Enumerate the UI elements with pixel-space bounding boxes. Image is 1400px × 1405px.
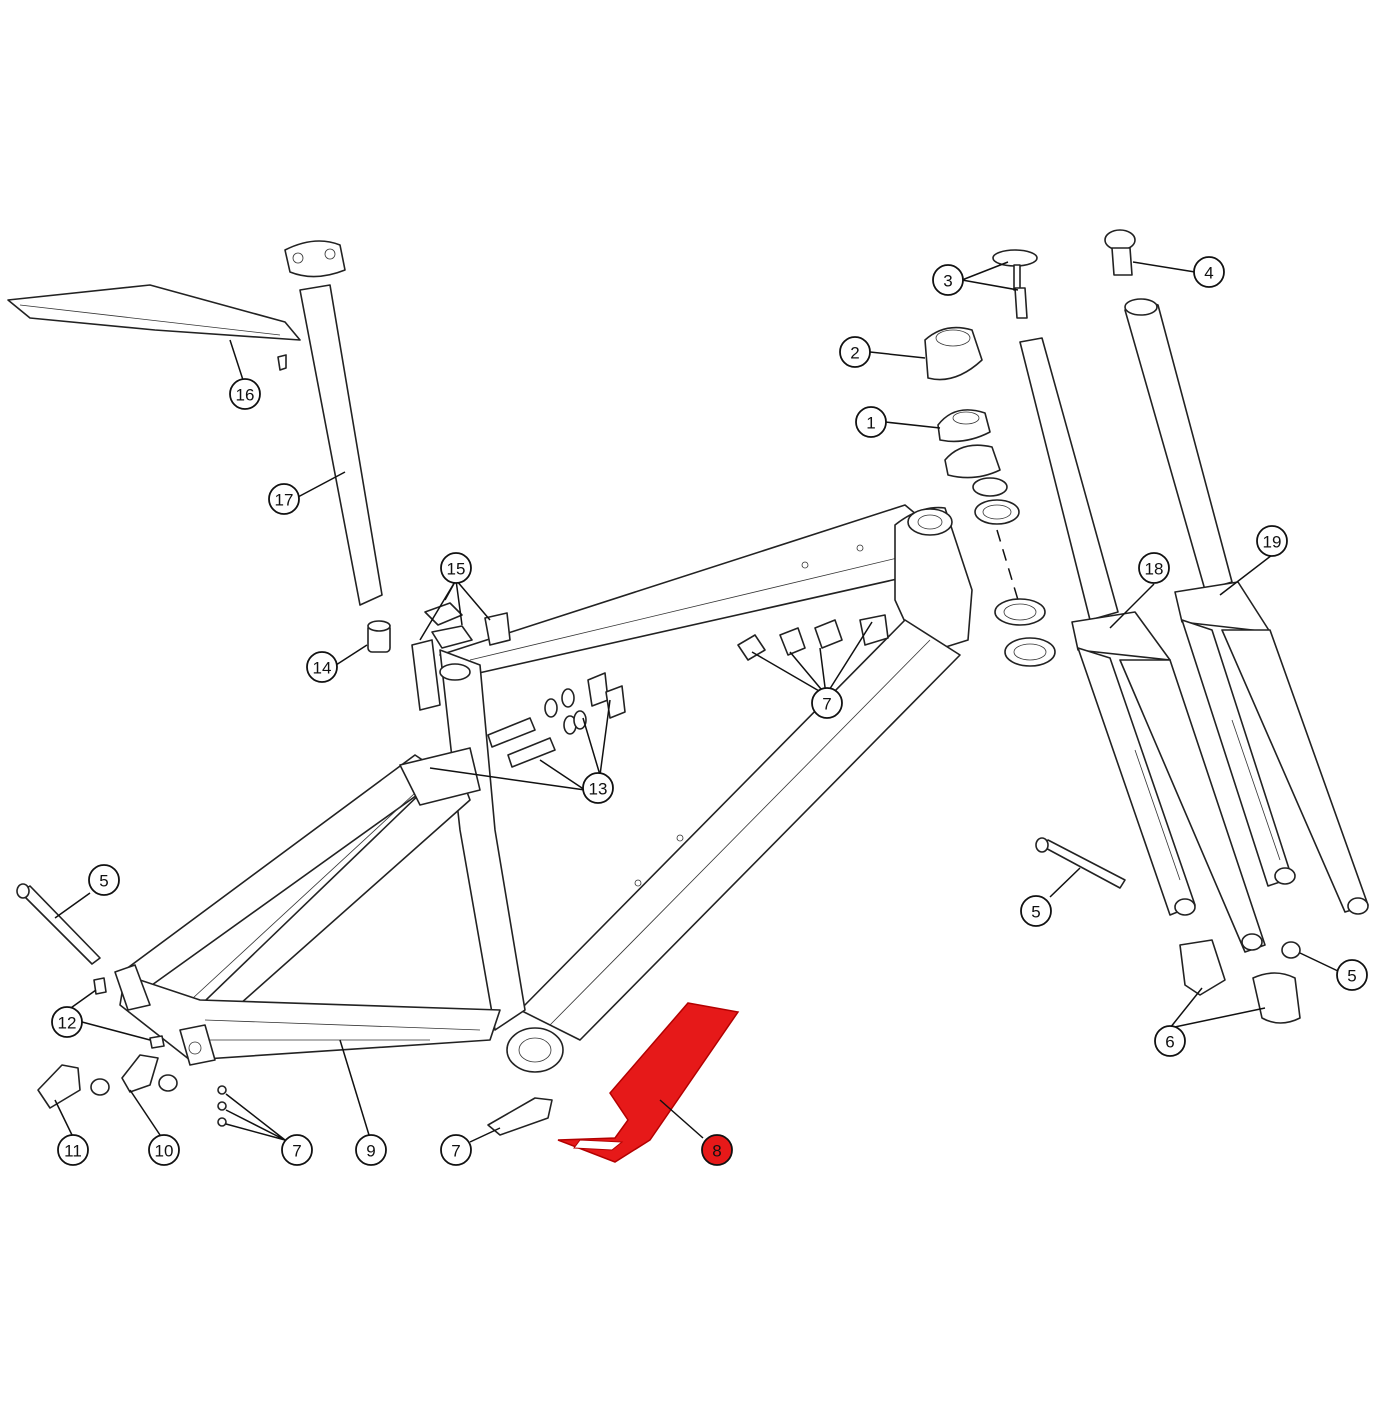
callout-label: 7 xyxy=(451,1142,460,1161)
headset-parts xyxy=(924,249,1056,667)
callout-label: 11 xyxy=(64,1142,82,1161)
callout-label: 1 xyxy=(866,414,875,433)
callout-circle xyxy=(839,336,871,368)
callout-16: 16 xyxy=(229,378,261,410)
callout-label: 18 xyxy=(1145,560,1164,579)
callout-7: 7 xyxy=(281,1134,313,1166)
callout-circle xyxy=(57,1134,89,1166)
callout-circle xyxy=(1336,959,1368,991)
clamp-wedge-parts xyxy=(411,602,511,711)
callout-14: 14 xyxy=(306,651,338,683)
callout-circle xyxy=(932,264,964,296)
callout-label: 9 xyxy=(366,1142,375,1161)
callout-label: 15 xyxy=(447,560,466,579)
derailleur-hanger-parts xyxy=(37,977,178,1109)
fork-insert-parts xyxy=(1179,939,1301,1024)
callout-circle xyxy=(148,1134,180,1166)
callout-12: 12 xyxy=(51,1006,83,1038)
callout-8-highlighted: 8 xyxy=(701,1134,733,1166)
callout-label: 5 xyxy=(99,872,108,891)
callout-label: 8 xyxy=(712,1142,721,1161)
callout-5: 5 xyxy=(88,864,120,896)
callout-circle xyxy=(229,378,261,410)
callout-circle xyxy=(268,483,300,515)
callout-label: 2 xyxy=(850,344,859,363)
callout-circle xyxy=(355,1134,387,1166)
callout-circle xyxy=(1020,895,1052,927)
fork-18-part xyxy=(1019,337,1266,953)
bike-frame xyxy=(114,504,973,1073)
callout-label: 7 xyxy=(822,695,831,714)
callout-2: 2 xyxy=(839,336,871,368)
callout-5: 5 xyxy=(1336,959,1368,991)
callout-label: 3 xyxy=(943,272,952,291)
callout-circle xyxy=(306,651,338,683)
seat-clamp-part xyxy=(367,620,391,653)
callout-label: 19 xyxy=(1263,533,1282,552)
callout-15: 15 xyxy=(440,552,472,584)
callout-circle xyxy=(1154,1025,1186,1057)
callout-7: 7 xyxy=(811,687,843,719)
callout-circle xyxy=(811,687,843,719)
callout-circle xyxy=(1193,256,1225,288)
callout-circle xyxy=(88,864,120,896)
small-bolt-parts xyxy=(217,1085,553,1136)
callout-label: 13 xyxy=(589,780,608,799)
fork-19-part xyxy=(1124,298,1369,915)
callout-circle xyxy=(440,1134,472,1166)
pivot-hardware-parts xyxy=(487,672,626,768)
callout-label: 7 xyxy=(292,1142,301,1161)
callout-4: 4 xyxy=(1193,256,1225,288)
leader-lines xyxy=(54,261,1341,1143)
callout-circle xyxy=(855,406,887,438)
cable-guide-parts-top xyxy=(737,614,889,661)
callout-5: 5 xyxy=(1020,895,1052,927)
callout-7: 7 xyxy=(440,1134,472,1166)
callout-label: 14 xyxy=(313,659,332,678)
thru-axle-parts xyxy=(16,837,1301,965)
callout-circle xyxy=(1138,552,1170,584)
callout-1: 1 xyxy=(855,406,887,438)
callout-circle xyxy=(51,1006,83,1038)
callout-9: 9 xyxy=(355,1134,387,1166)
callout-label: 4 xyxy=(1204,264,1213,283)
callout-10: 10 xyxy=(148,1134,180,1166)
rear-fender-part xyxy=(7,284,301,371)
callout-circle xyxy=(701,1134,733,1166)
callout-label: 5 xyxy=(1031,903,1040,922)
callout-6: 6 xyxy=(1154,1025,1186,1057)
callout-11: 11 xyxy=(57,1134,89,1166)
callout-label: 10 xyxy=(155,1142,174,1161)
callout-13: 13 xyxy=(582,772,614,804)
callout-label: 17 xyxy=(275,491,294,510)
callout-18: 18 xyxy=(1138,552,1170,584)
callout-circle xyxy=(1256,525,1288,557)
callout-19: 19 xyxy=(1256,525,1288,557)
callout-label: 16 xyxy=(236,386,255,405)
callout-circle xyxy=(281,1134,313,1166)
callout-circle xyxy=(440,552,472,584)
callout-label: 12 xyxy=(58,1014,77,1033)
callout-label: 5 xyxy=(1347,967,1356,986)
callout-label: 6 xyxy=(1165,1033,1174,1052)
expander-plug-part xyxy=(1104,229,1136,276)
callout-17: 17 xyxy=(268,483,300,515)
callout-circle xyxy=(582,772,614,804)
callout-3: 3 xyxy=(932,264,964,296)
highlighted-part-8 xyxy=(557,1002,740,1163)
seat-post-part xyxy=(284,240,383,606)
